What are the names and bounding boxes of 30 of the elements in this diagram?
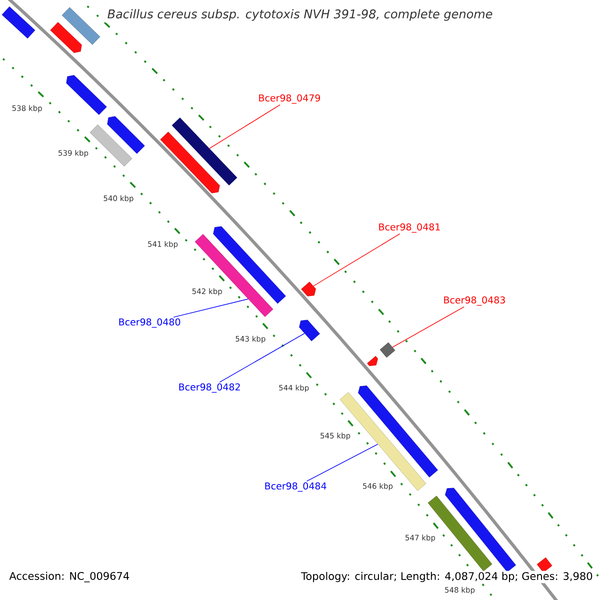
gene-bar xyxy=(2,6,36,39)
leader-line xyxy=(173,298,248,318)
leader-line xyxy=(392,306,464,348)
gene-label: Bcer98_0484 xyxy=(265,482,326,492)
gene-bar xyxy=(536,557,552,573)
gene-label: Bcer98_0483 xyxy=(444,296,505,306)
leader-line xyxy=(313,234,400,286)
leader-line xyxy=(209,104,280,149)
gene-label: Bcer98_0482 xyxy=(179,383,240,393)
accession-text: Accession: NC_009674 xyxy=(8,570,131,584)
gene-feature xyxy=(358,386,438,478)
gene-bar xyxy=(90,124,132,167)
gene-feature xyxy=(160,132,220,194)
gene-feature xyxy=(107,116,145,154)
genome-title: Bacillus cereus subsp. cytotoxis NVH 391-98, complete genome xyxy=(105,7,495,23)
gene-label: Bcer98_0479 xyxy=(259,94,320,104)
gene-bar xyxy=(62,7,100,45)
gene-feature xyxy=(299,320,320,342)
gene-bar xyxy=(172,118,238,186)
gene-feature xyxy=(367,356,378,366)
gene-feature xyxy=(445,488,516,572)
gene-label: Bcer98_0481 xyxy=(379,223,440,233)
gene-feature xyxy=(66,75,107,115)
gene-feature xyxy=(50,22,82,53)
gene-label: Bcer98_0480 xyxy=(119,318,180,328)
genome-info-text: Topology: circular; Length: 4,087,024 bp; Genes: 3,980 xyxy=(300,570,594,584)
leader-line xyxy=(219,333,305,383)
gene-feature xyxy=(301,282,316,296)
gene-bar xyxy=(380,342,396,358)
leader-line xyxy=(306,444,378,482)
